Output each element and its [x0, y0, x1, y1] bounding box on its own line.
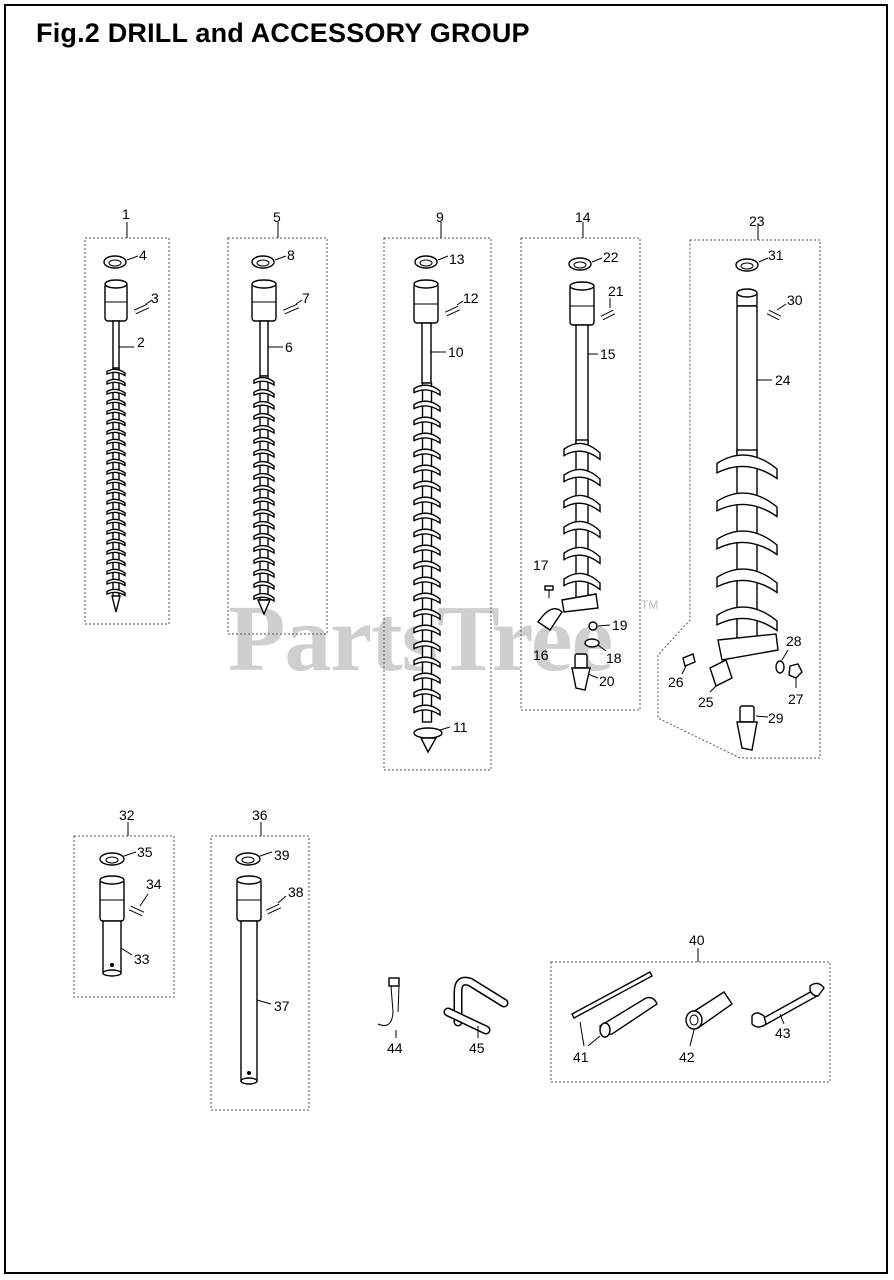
- auger-tip-1: [111, 595, 121, 613]
- callout-17: 17: [533, 557, 549, 573]
- extension-shaft-37: [240, 920, 258, 1082]
- pilot-tip-29: [739, 705, 755, 723]
- nut-27: [788, 663, 803, 679]
- drill-group-9: [383, 222, 492, 771]
- accessory-44: [377, 977, 400, 1038]
- callout-29: 29: [768, 710, 784, 726]
- callout-33: 33: [134, 951, 150, 967]
- callout-45: 45: [469, 1040, 485, 1056]
- callout-4: 4: [139, 247, 147, 263]
- blade-25: [709, 659, 733, 687]
- callout-32: 32: [119, 807, 135, 823]
- callout-28: 28: [786, 633, 802, 649]
- callout-36: 36: [252, 807, 268, 823]
- auger-shaft-2: [112, 320, 120, 370]
- auger-tip-5: [256, 599, 272, 616]
- callout-27: 27: [788, 691, 804, 707]
- callout-14: 14: [575, 209, 591, 225]
- auger-flighting-9: [413, 382, 441, 723]
- group-36-box: [210, 835, 310, 1111]
- callout-13: 13: [449, 251, 465, 267]
- pilot-tip-20: [574, 653, 588, 669]
- callout-8: 8: [287, 247, 295, 263]
- callout-39: 39: [274, 847, 290, 863]
- callout-10: 10: [448, 344, 464, 360]
- callout-12: 12: [463, 290, 479, 306]
- callout-21: 21: [608, 283, 624, 299]
- group-32-box: [73, 835, 175, 998]
- auger-flighting-5: [253, 375, 275, 603]
- open-wrench-43: [759, 989, 818, 1027]
- callout-labels: 1 2 3 4 5 6 7 8 9 10 11 12 13 14 15 16 1…: [119, 206, 804, 1065]
- callout-9: 9: [436, 209, 444, 225]
- callout-2: 2: [137, 334, 145, 350]
- callout-34: 34: [146, 876, 162, 892]
- group-14-box: [520, 237, 641, 711]
- callout-23: 23: [749, 213, 765, 229]
- figure-title: Fig.2 DRILL and ACCESSORY GROUP: [36, 18, 530, 48]
- callout-40: 40: [689, 932, 705, 948]
- auger-shaft-24: [736, 305, 758, 455]
- auger-flighting-23: [716, 449, 778, 641]
- watermark-trademark: TM: [641, 598, 659, 612]
- extension-group-36: [210, 822, 310, 1111]
- auger-flighting-1: [106, 367, 126, 599]
- nut-19: [588, 621, 598, 631]
- washer-28: [775, 660, 785, 674]
- callout-7: 7: [302, 290, 310, 306]
- drill-group-14: [520, 222, 641, 711]
- callout-26: 26: [668, 674, 684, 690]
- extension-group-32: [73, 822, 175, 998]
- diagram-frame: [4, 4, 888, 1274]
- cutter-head-14: [561, 593, 599, 613]
- callout-35: 35: [137, 844, 153, 860]
- auger-shaft-15: [575, 324, 589, 444]
- callout-42: 42: [679, 1049, 695, 1065]
- callout-18: 18: [606, 650, 622, 666]
- blade-16: [537, 608, 563, 631]
- callout-1: 1: [122, 206, 130, 222]
- drill-group-5: [227, 222, 328, 635]
- callout-5: 5: [273, 209, 281, 225]
- cutter-tip-11: [413, 727, 443, 739]
- callout-41: 41: [573, 1049, 589, 1065]
- callout-11: 11: [453, 719, 468, 735]
- drill-group-1: [84, 222, 170, 625]
- cutter-head-23: [717, 633, 779, 661]
- screwdriver-blade-41: [571, 971, 653, 1019]
- callout-25: 25: [698, 694, 714, 710]
- callout-22: 22: [603, 249, 619, 265]
- callout-44: 44: [387, 1040, 403, 1056]
- callout-30: 30: [787, 292, 803, 308]
- group-23-box: [657, 239, 821, 759]
- callout-19: 19: [612, 617, 628, 633]
- accessory-45: [443, 976, 509, 1038]
- callout-37: 37: [274, 998, 290, 1014]
- drill-group-23: [657, 224, 821, 759]
- callout-15: 15: [600, 346, 616, 362]
- auger-shaft-10: [421, 322, 432, 384]
- group-40-box: [550, 961, 831, 1083]
- group-5-box: [227, 237, 328, 635]
- shaft-coupler-9: [413, 282, 439, 324]
- callout-20: 20: [599, 673, 615, 689]
- callout-24: 24: [775, 372, 791, 388]
- callout-38: 38: [288, 884, 304, 900]
- bolt-26: [682, 653, 696, 667]
- tool-kit-40: [550, 948, 831, 1083]
- callout-3: 3: [151, 290, 159, 306]
- callout-16: 16: [533, 647, 549, 663]
- callout-43: 43: [775, 1025, 791, 1041]
- shaft-coupler-14: [569, 284, 595, 326]
- auger-shaft-6: [259, 320, 269, 377]
- callout-6: 6: [285, 339, 293, 355]
- callout-31: 31: [768, 247, 784, 263]
- auger-flighting-14: [563, 439, 601, 599]
- washer-18: [584, 638, 600, 648]
- group-9-box: [383, 237, 492, 771]
